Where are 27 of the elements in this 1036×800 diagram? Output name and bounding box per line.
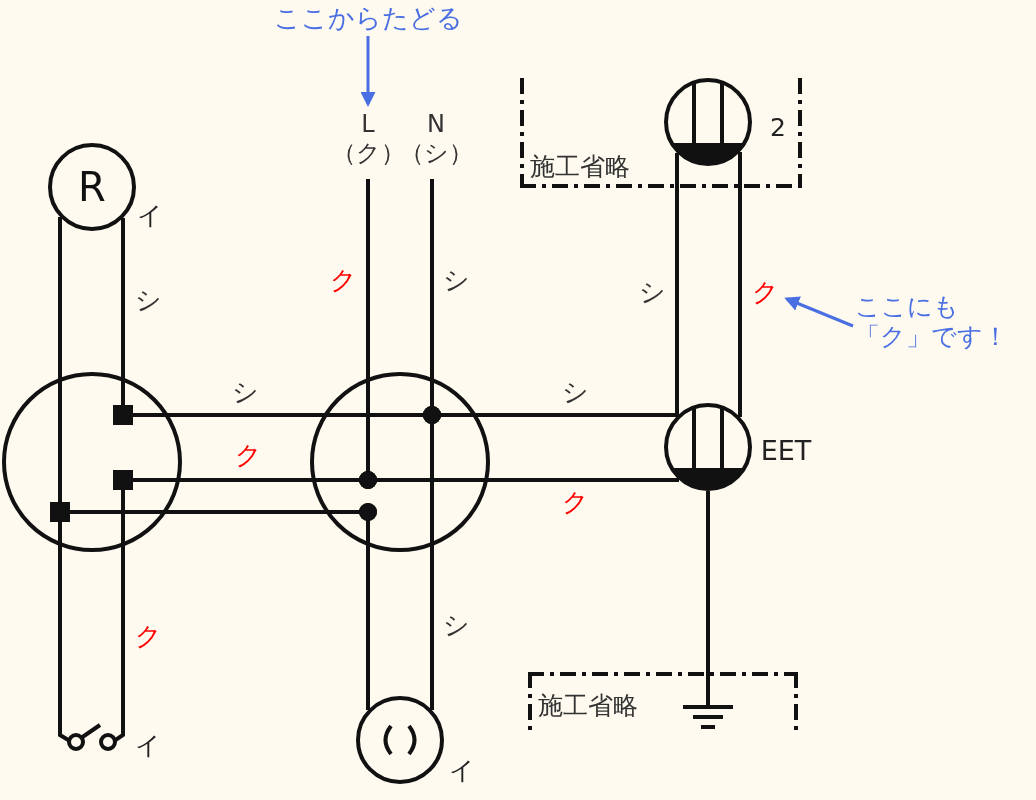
wire-mark: EET [760,436,812,464]
wire [423,406,441,710]
wire [738,152,742,417]
arrow [784,296,854,328]
label-text: ここにも「ク」です！ [855,292,1009,352]
label-text: ここからたどる [273,3,463,35]
ground-symbol [680,690,736,732]
label-text: L [361,110,375,139]
junction-box [2,372,182,552]
lamp-letter: R [78,163,106,211]
junction-box [310,372,490,552]
wire-mark: イ [137,202,163,228]
arrow [360,36,376,107]
wire [706,491,710,690]
wire [359,471,679,489]
wire [359,503,377,710]
outlet-symbol [664,403,752,491]
omitted-work-frame [528,672,798,732]
omitted-work-frame [520,78,802,188]
label-text: 施工省略 [529,152,630,183]
wire-mark: 2 [770,114,786,140]
wire [675,153,679,416]
label-text: N [427,110,445,139]
outlet-symbol [664,78,752,166]
wire-mark: イ [135,732,161,758]
wire-mark: イ [449,757,475,783]
label-text: 施工省略 [537,690,638,721]
